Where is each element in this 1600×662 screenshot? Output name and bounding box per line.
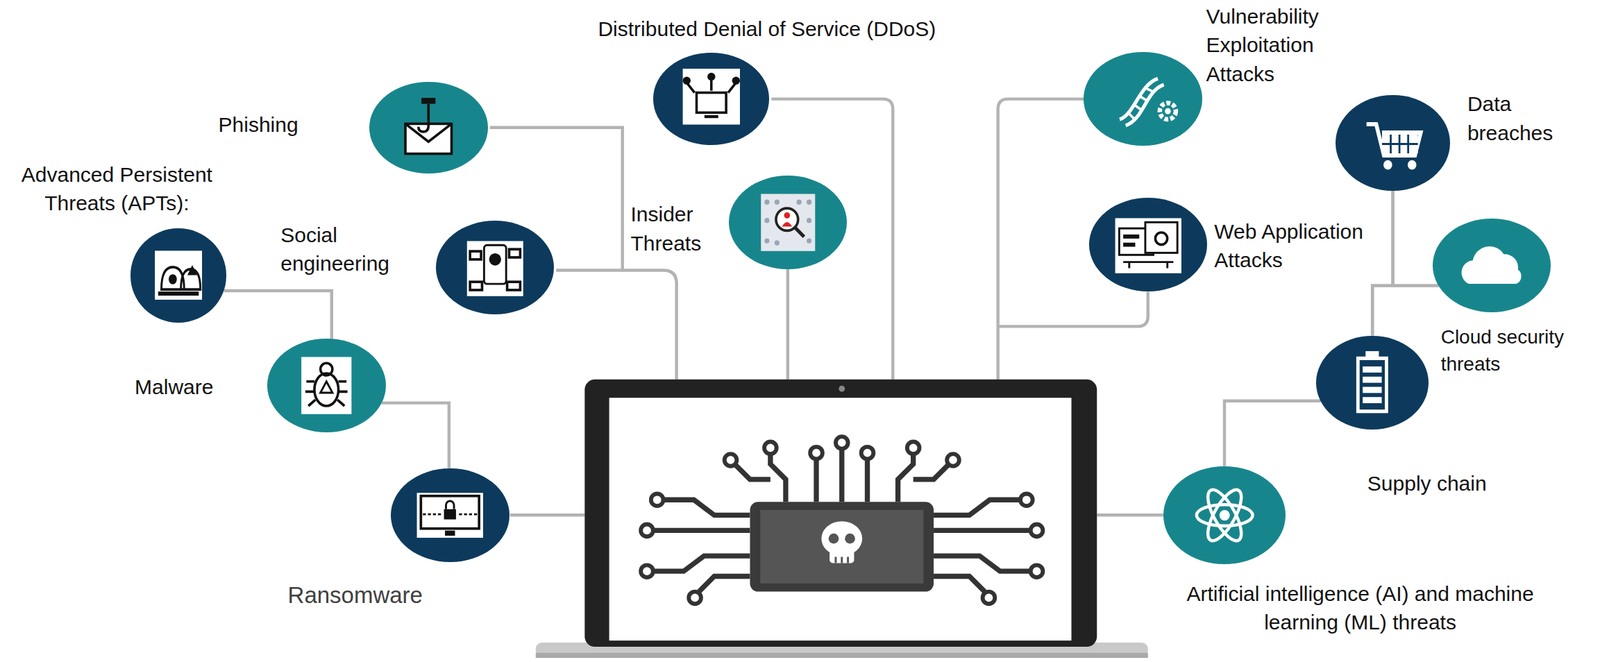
threat-circle: Social engineering — [435, 220, 555, 315]
threat-circle: Insider Threats — [728, 175, 848, 270]
threat-icon — [653, 52, 770, 145]
threat-icon — [435, 220, 555, 315]
connector — [1393, 190, 1439, 286]
threat-icon — [1089, 197, 1208, 292]
threat-label: Malware — [134, 372, 214, 402]
connector — [1372, 190, 1393, 336]
connector — [1224, 401, 1321, 467]
laptop — [535, 379, 1149, 659]
threat-circle: Cloud security threats — [1432, 218, 1552, 313]
threat-label: Distributed Denial of Service (DDoS) — [597, 14, 936, 44]
threat-label: Cloud security threats — [1441, 324, 1595, 378]
connector — [224, 290, 332, 339]
threat-circle: Artificial intelligence (AI) and machine… — [1163, 466, 1286, 565]
threat-circle: Phishing — [369, 81, 488, 174]
threat-circle: Advanced Persistent Threats (APTs): — [130, 228, 227, 323]
threat-label: Vulnerability Exploitation Attacks — [1206, 2, 1360, 89]
threat-icon — [130, 228, 227, 323]
threat-icon — [1432, 218, 1552, 313]
threat-icon — [390, 468, 510, 563]
threat-label: Advanced Persistent Threats (APTs): — [2, 160, 232, 218]
threat-icon — [1335, 95, 1451, 191]
connector — [381, 403, 450, 469]
threat-icon — [728, 175, 848, 270]
circuit-pads — [640, 436, 1043, 604]
skull-monitor — [749, 501, 934, 592]
connector — [1372, 285, 1439, 336]
threat-circle: Distributed Denial of Service (DDoS) — [653, 52, 770, 145]
threat-icon — [267, 338, 386, 433]
threat-circle: Vulnerability Exploitation Attacks — [1083, 52, 1203, 146]
threat-icon — [1163, 466, 1286, 565]
threat-circle: Data breaches — [1335, 95, 1451, 191]
threat-label: Supply chain — [1367, 469, 1487, 498]
threat-label: Phishing — [218, 110, 299, 139]
circuit-skull — [653, 449, 1031, 593]
threat-circle: Ransomware — [390, 468, 510, 563]
threat-icon — [1316, 335, 1429, 430]
threat-label: Social engineering — [280, 220, 414, 279]
threat-circle: Supply chain — [1316, 335, 1429, 430]
threat-icon — [369, 81, 488, 174]
threat-label: Ransomware — [288, 579, 423, 612]
threat-label: Artificial intelligence (AI) and machine… — [1181, 579, 1539, 638]
threat-label: Data breaches — [1467, 89, 1580, 148]
threat-label: Web Application Attacks — [1214, 217, 1393, 275]
threat-circle: Web Application Attacks — [1089, 197, 1208, 292]
threat-label: Insider Threats — [630, 199, 728, 258]
threat-circle: Malware — [267, 338, 386, 433]
threat-icon — [1083, 52, 1203, 146]
